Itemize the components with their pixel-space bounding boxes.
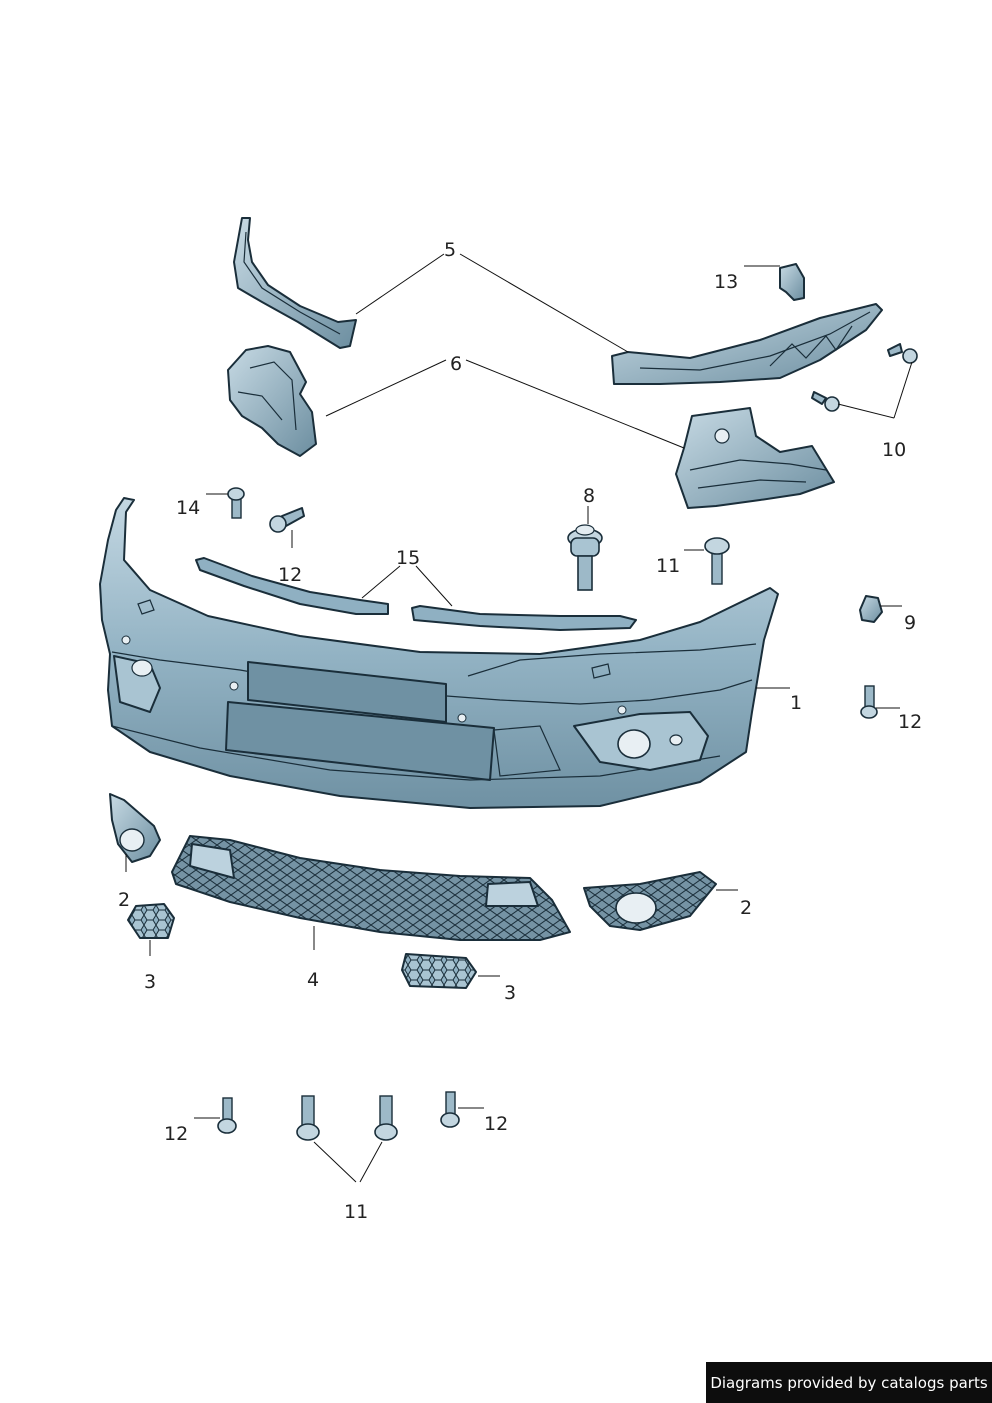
callout-2-left: 2 (118, 889, 130, 911)
bolt-lower-left (296, 1095, 320, 1141)
fog-lamp-grille-left (109, 793, 161, 863)
seal-strip-right (411, 605, 637, 631)
callout-14: 14 (176, 497, 200, 519)
seal-strip-left (195, 557, 389, 615)
callout-1: 1 (790, 692, 802, 714)
screw-lower-mid (440, 1091, 460, 1128)
bumper-cover (99, 497, 779, 809)
upper-guide-right (611, 303, 883, 385)
callout-13: 13 (714, 271, 738, 293)
lower-grille (171, 835, 571, 941)
mounting-bracket-left (227, 345, 317, 457)
callout-6: 6 (450, 353, 462, 375)
callout-3-right: 3 (504, 982, 516, 1004)
credit-banner: Diagrams provided by catalogs parts (706, 1362, 992, 1403)
screw-top (227, 487, 245, 519)
callout-12-right: 12 (898, 711, 922, 733)
callout-10: 10 (882, 439, 906, 461)
leader-lines (125, 253, 913, 1183)
callout-11-upper: 11 (656, 555, 680, 577)
honeycomb-insert-left (127, 903, 175, 939)
screw-lower-left (217, 1097, 237, 1134)
honeycomb-insert-right (401, 953, 477, 989)
upper-guide-left (233, 217, 357, 349)
stud-bolt (567, 524, 603, 591)
screw-right (860, 685, 878, 719)
callout-12-lower-left: 12 (164, 1123, 188, 1145)
callout-11-lower: 11 (344, 1201, 368, 1223)
clip-nut (859, 595, 883, 623)
callout-15: 15 (396, 547, 420, 569)
callout-2-right: 2 (740, 897, 752, 919)
clamp (779, 263, 805, 301)
mounting-bracket-right (675, 407, 835, 509)
callout-4: 4 (307, 969, 319, 991)
fog-lamp-grille-right (583, 871, 717, 931)
callout-5: 5 (444, 239, 456, 261)
callout-12-lower-mid: 12 (484, 1113, 508, 1135)
bolt-upper (704, 537, 730, 585)
screw-upper-left (269, 507, 305, 533)
callout-9: 9 (904, 612, 916, 634)
credit-text: Diagrams provided by catalogs parts (710, 1373, 988, 1392)
callout-8: 8 (583, 485, 595, 507)
callout-12-upper-left: 12 (278, 564, 302, 586)
bracket-screw-upper (887, 343, 918, 364)
callout-3-left: 3 (144, 971, 156, 993)
bolt-lower-right (374, 1095, 398, 1141)
bracket-screw-lower (811, 391, 840, 412)
